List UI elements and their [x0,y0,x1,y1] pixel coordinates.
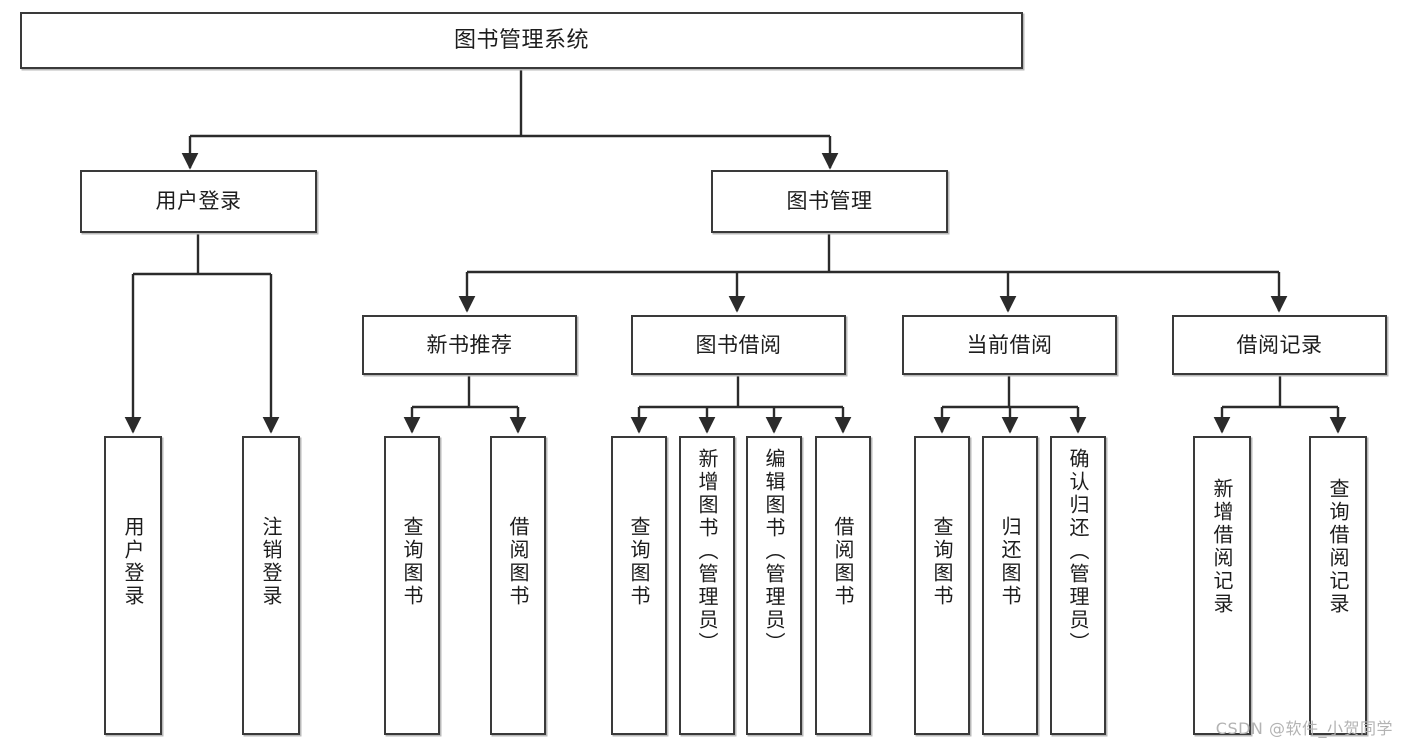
node-book-borrow[interactable]: 图书借阅 [631,315,846,375]
node-leaf-confirm-return[interactable]: 确认归还（管理员） [1050,436,1106,735]
node-root[interactable]: 图书管理系统 [20,12,1023,69]
node-leaf-query-book-2-label: 查询图书 [627,516,651,608]
node-root-label: 图书管理系统 [453,27,589,53]
node-leaf-add-record[interactable]: 新增借阅记录 [1193,436,1251,735]
node-leaf-return-book-label: 归还图书 [998,516,1022,608]
node-leaf-query-book-3[interactable]: 查询图书 [914,436,970,735]
node-leaf-user-login[interactable]: 用户登录 [104,436,162,735]
node-new-book-recommend[interactable]: 新书推荐 [362,315,577,375]
node-leaf-query-book-3-label: 查询图书 [930,516,954,608]
node-leaf-return-book[interactable]: 归还图书 [982,436,1038,735]
node-leaf-logout-label: 注销登录 [259,516,283,608]
node-leaf-borrow-book-2-label: 借阅图书 [831,516,855,608]
node-leaf-query-book-1-label: 查询图书 [400,516,424,608]
node-current-borrow-label: 当前借阅 [966,332,1053,357]
node-leaf-query-record-label: 查询借阅记录 [1326,478,1350,616]
node-borrow-record[interactable]: 借阅记录 [1172,315,1387,375]
node-leaf-query-record[interactable]: 查询借阅记录 [1309,436,1367,735]
node-leaf-add-book-label: 新增图书（管理员） [695,448,719,655]
node-book-borrow-label: 图书借阅 [695,332,782,357]
node-leaf-edit-book-label: 编辑图书（管理员） [762,448,786,655]
node-book-manage[interactable]: 图书管理 [711,170,948,233]
node-leaf-logout[interactable]: 注销登录 [242,436,300,735]
node-book-manage-label: 图书管理 [786,189,873,214]
node-leaf-add-record-label: 新增借阅记录 [1210,478,1234,616]
node-new-book-recommend-label: 新书推荐 [426,332,513,357]
node-leaf-confirm-return-label: 确认归还（管理员） [1066,448,1090,655]
node-leaf-edit-book[interactable]: 编辑图书（管理员） [746,436,802,735]
node-leaf-add-book[interactable]: 新增图书（管理员） [679,436,735,735]
node-user-login-label: 用户登录 [155,189,242,214]
node-leaf-query-book-1[interactable]: 查询图书 [384,436,440,735]
node-current-borrow[interactable]: 当前借阅 [902,315,1117,375]
node-user-login[interactable]: 用户登录 [80,170,317,233]
node-leaf-borrow-book-1[interactable]: 借阅图书 [490,436,546,735]
node-leaf-borrow-book-1-label: 借阅图书 [506,516,530,608]
csdn-watermark: CSDN @软件_小贺同学 [1215,719,1393,738]
node-leaf-query-book-2[interactable]: 查询图书 [611,436,667,735]
node-borrow-record-label: 借阅记录 [1236,332,1323,357]
node-leaf-borrow-book-2[interactable]: 借阅图书 [815,436,871,735]
node-leaf-user-login-label: 用户登录 [121,516,145,608]
